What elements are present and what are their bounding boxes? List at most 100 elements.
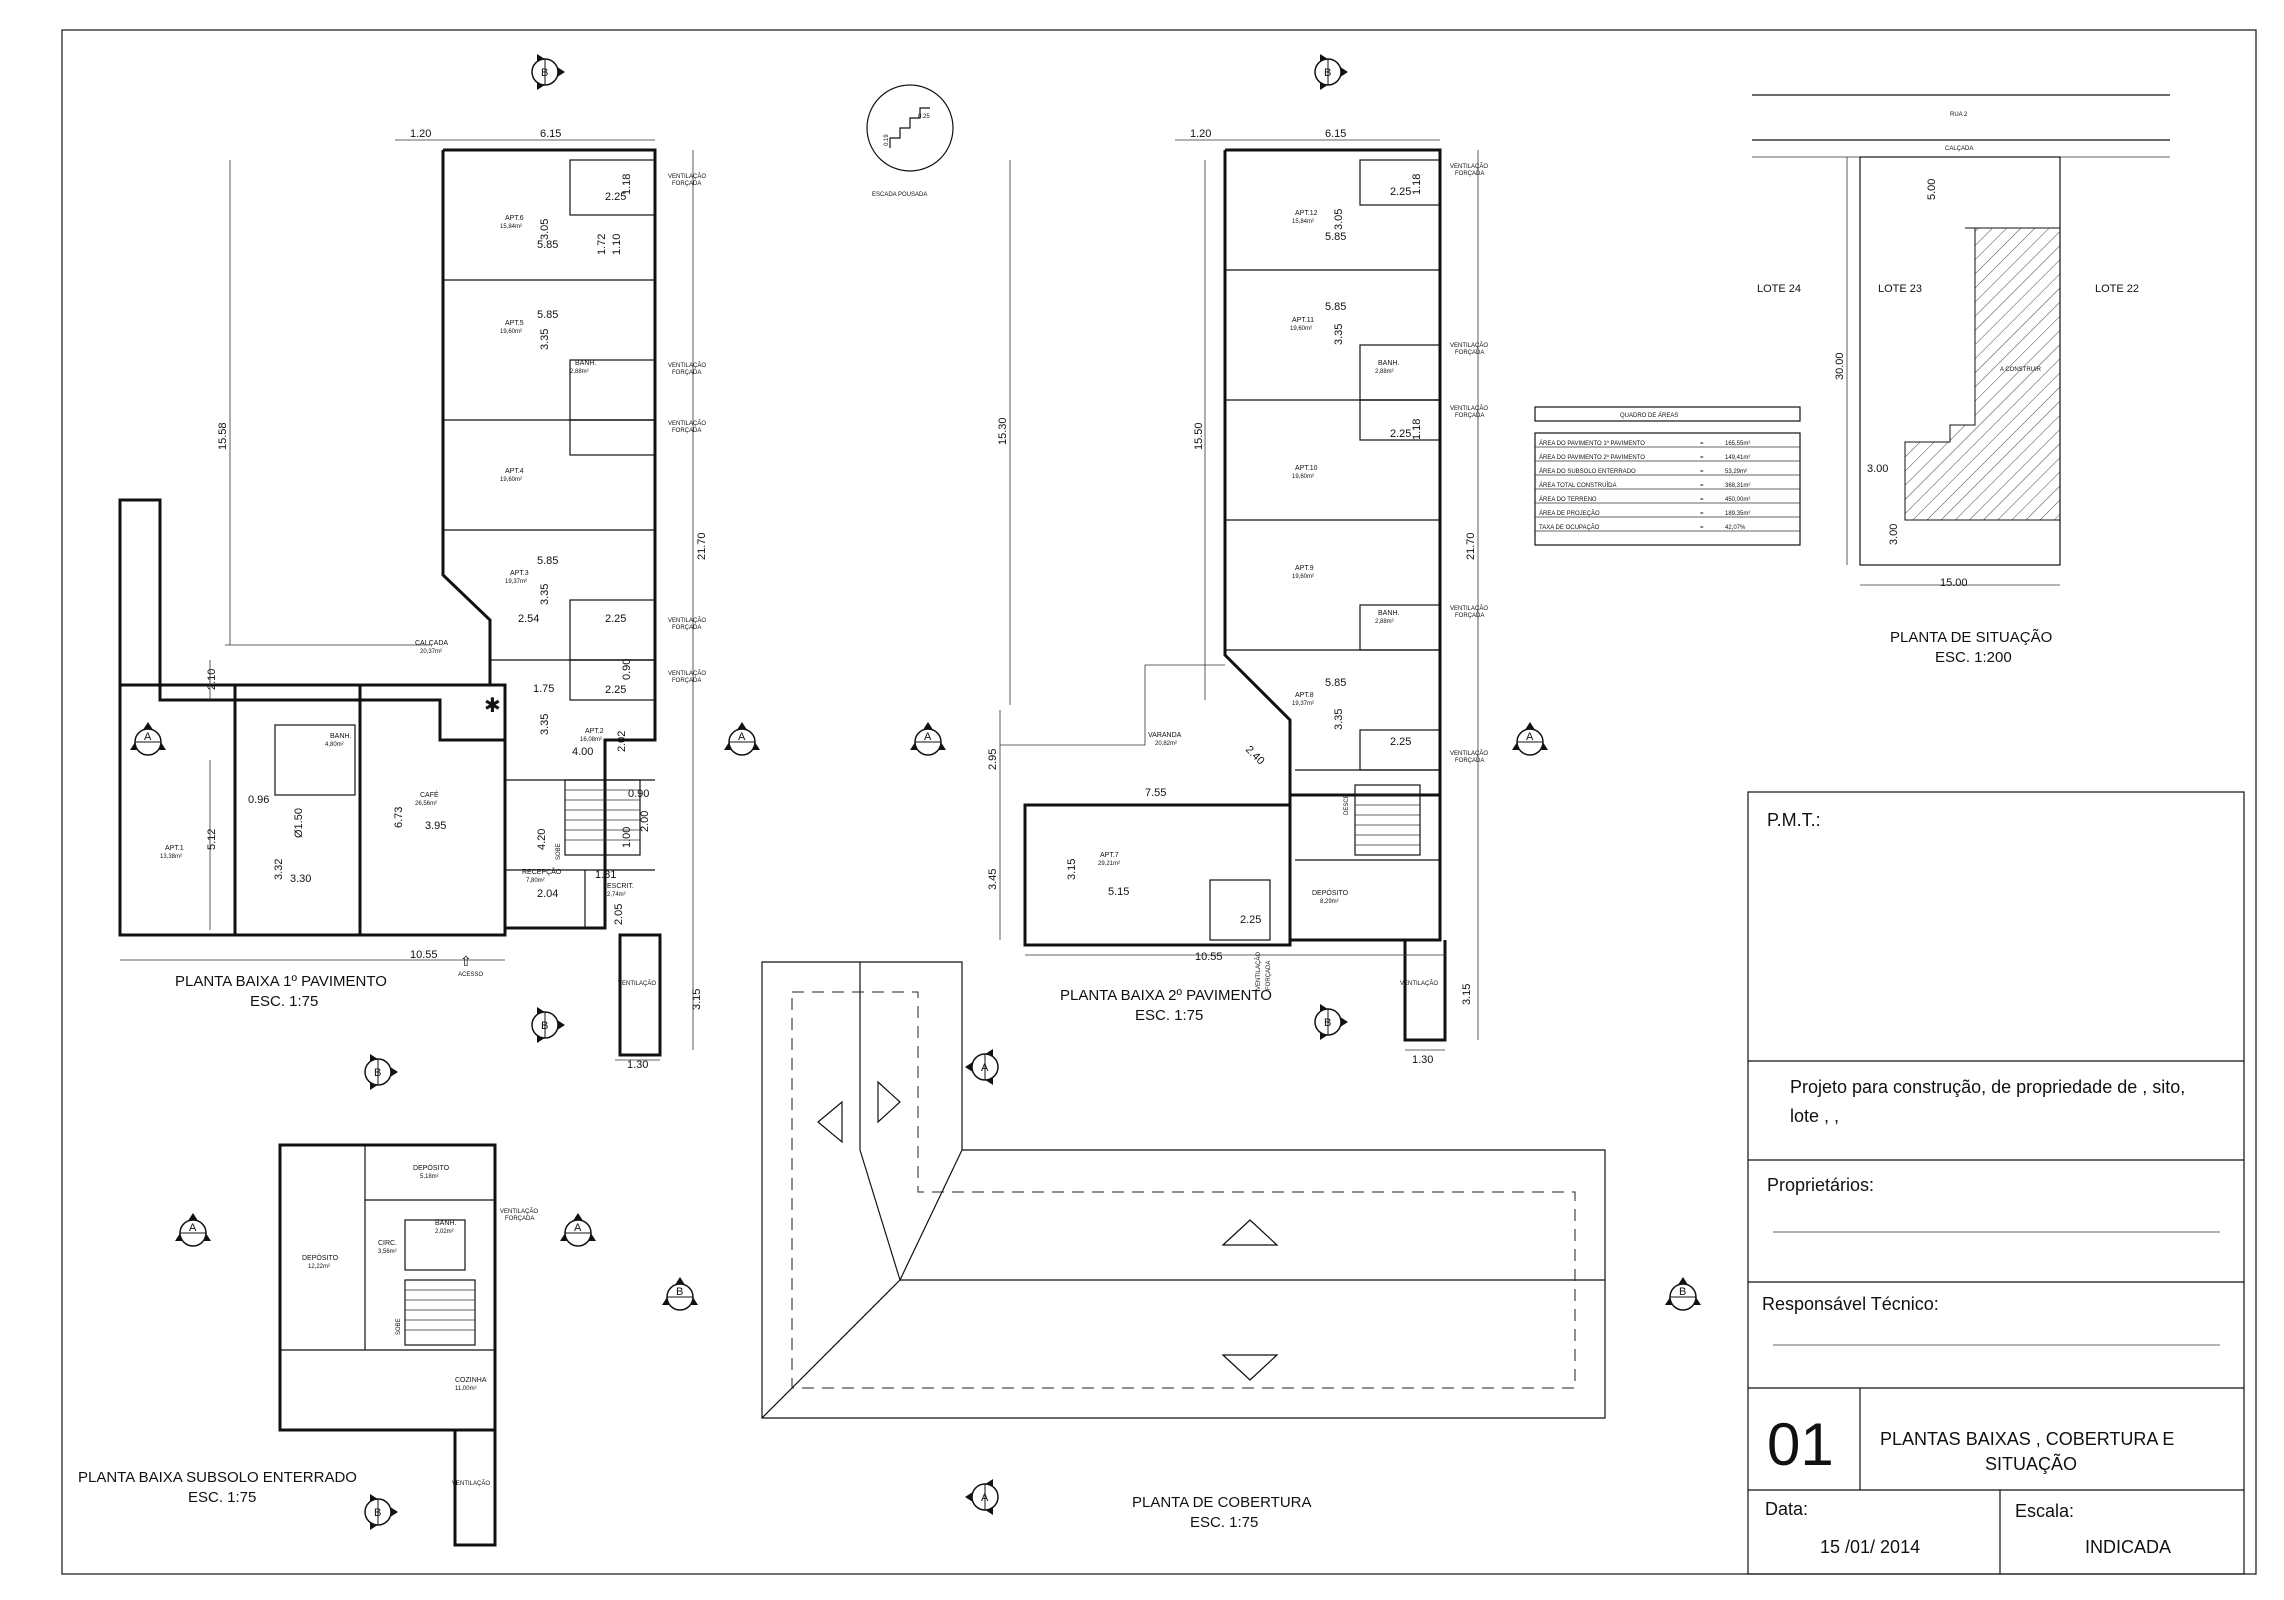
vent-label: FORÇADA [1266,961,1272,990]
vent-label: FORÇADA [672,370,701,376]
dim-text: 1.18 [621,174,633,195]
dim-text: 0.90 [621,659,633,680]
roof-slope-arrow-down [1221,1354,1279,1381]
sheet-border [61,29,2257,1575]
dim-text: 5.85 [537,309,558,321]
room-area: 11,00m² [455,1386,477,1392]
site-plan: RUA 2 CALÇADA LOTE 24 LOTE 23 LOTE 22 A … [1752,94,2170,666]
dim-text: 5.00 [1926,179,1938,200]
vent-label: VENTILAÇÃO [1450,342,1488,349]
areas-row-label: ÁREA DO TERRENO [1539,496,1597,503]
room-area: 15,84m² [1292,219,1314,225]
dim-text: 0.25 [918,114,930,120]
dim-text: 3.35 [539,714,551,735]
dim-text: 1.20 [1190,128,1211,140]
dim-text: 1.18 [1411,419,1423,440]
vent-label: VENTILAÇÃO [1400,980,1438,987]
room-label: DEPÓSITO [302,1253,339,1262]
vent-label: FORÇADA [672,428,701,434]
areas-row-eq: = [1700,455,1704,461]
dim-text: 2.10 [206,669,218,690]
areas-row-eq: = [1700,441,1704,447]
sheet-title: PLANTAS BAIXAS , COBERTURA E [1880,1429,2174,1449]
room-label: APT.1 [165,845,184,852]
dim-text: 6.73 [393,807,405,828]
room-area: 20,82m² [1155,741,1177,747]
areas-row-label: ÁREA DE PROJEÇÃO [1539,510,1600,517]
dim-text: 3.35 [1333,324,1345,345]
dim-text: 3.05 [539,219,551,240]
section-mark: B [1679,1286,1686,1298]
floor1-title: PLANTA BAIXA 1º PAVIMENTO [175,973,387,990]
vent-label: VENTILAÇÃO [668,617,706,624]
room-label: DEPÓSITO [1312,888,1349,897]
basement-title: PLANTA BAIXA SUBSOLO ENTERRADO [78,1469,357,1486]
vent-label: VENTILAÇÃO [668,670,706,677]
dim-text: 2.00 [639,811,651,832]
room-label: APT.10 [1295,465,1318,472]
dim-text: 5.85 [537,555,558,567]
dim-text: 5.12 [206,829,218,850]
plant-icon: ✱ [484,695,501,717]
areas-row-eq: = [1700,469,1704,475]
dim-text: 15.58 [217,422,229,450]
tech-responsible-label: Responsável Técnico: [1762,1294,1939,1314]
dim-text: 2.25 [1390,428,1411,440]
room-label: DEPÓSITO [413,1163,450,1172]
vent-label: VENTILAÇÃO [1450,163,1488,170]
dim-text: 7.55 [1145,787,1166,799]
apt1-room [118,683,237,937]
floor2-stair [1354,784,1421,856]
dim-text: 10.55 [410,949,438,961]
areas-row-label: ÁREA DO PAVIMENTO 2º PAVIMENTO [1539,454,1645,461]
areas-row-value: 450,00m² [1725,497,1750,503]
sheet-number: 01 [1767,1411,1834,1478]
dim-text: 4.00 [572,746,593,758]
room-area: 3,56m² [378,1249,397,1255]
dim-text: 2.25 [605,684,626,696]
stair-label: SOBE [556,843,562,860]
vent-label: FORÇADA [672,625,701,631]
room-area: 15,84m² [500,224,522,230]
section-mark: B [1324,1017,1331,1029]
vent-label: FORÇADA [1455,758,1484,764]
dim-text: 3.35 [539,329,551,350]
areas-row-label: ÁREA TOTAL CONSTRUÍDA [1539,482,1616,489]
pmt-label: P.M.T.: [1767,810,1821,830]
areas-row-value: 53,29m² [1725,469,1747,475]
room-area: 2,02m² [435,1229,454,1235]
room-area: 19,37m² [505,579,527,585]
lot-label: LOTE 22 [2095,283,2139,295]
section-mark: A [1526,731,1534,743]
dim-text: 3.00 [1867,463,1888,475]
dim-text: 1.72 [596,234,608,255]
room-label: CALÇADA [415,640,448,647]
dim-text: 21.70 [1465,532,1477,560]
dim-text: 1.00 [621,827,633,848]
dim-text: 3.05 [1333,209,1345,230]
dim-text: 2.04 [537,888,558,900]
project-description: Projeto para construção, de propriedade … [1790,1077,2185,1097]
room-label: VARANDA [1148,732,1182,739]
areas-row-eq: = [1700,525,1704,531]
sidewalk-label: CALÇADA [1945,146,1973,152]
dim-text: 1.18 [1411,174,1423,195]
dim-text: 3.30 [290,873,311,885]
lot-label: LOTE 24 [1757,283,1801,295]
vent-label: VENTILAÇÃO [1450,605,1488,612]
room-label: APT.8 [1295,692,1314,699]
dim-text: 15.30 [997,417,1009,445]
dim-text: 6.15 [1325,128,1346,140]
areas-table: QUADRO DE ÁREAS ÁREA DO PAVIMENTO 1º PAV… [1534,406,1801,546]
dim-text: 3.35 [539,584,551,605]
owners-label: Proprietários: [1767,1175,1874,1195]
basement-plan: DEPÓSITO 5,18m² DEPÓSITO 12,22m² CIRC. 3… [78,1143,538,1547]
room-area: 26,56m² [415,801,437,807]
basement-stair [404,1279,476,1346]
dim-text: 5.85 [1325,677,1346,689]
cafe-room [233,683,507,937]
room-area: 8,29m² [1320,899,1339,905]
room-area: 19,60m² [1292,474,1314,480]
areas-row-label: ÁREA DO PAVIMENTO 1º PAVIMENTO [1539,440,1645,447]
areas-row-value: 165,55m² [1725,441,1750,447]
